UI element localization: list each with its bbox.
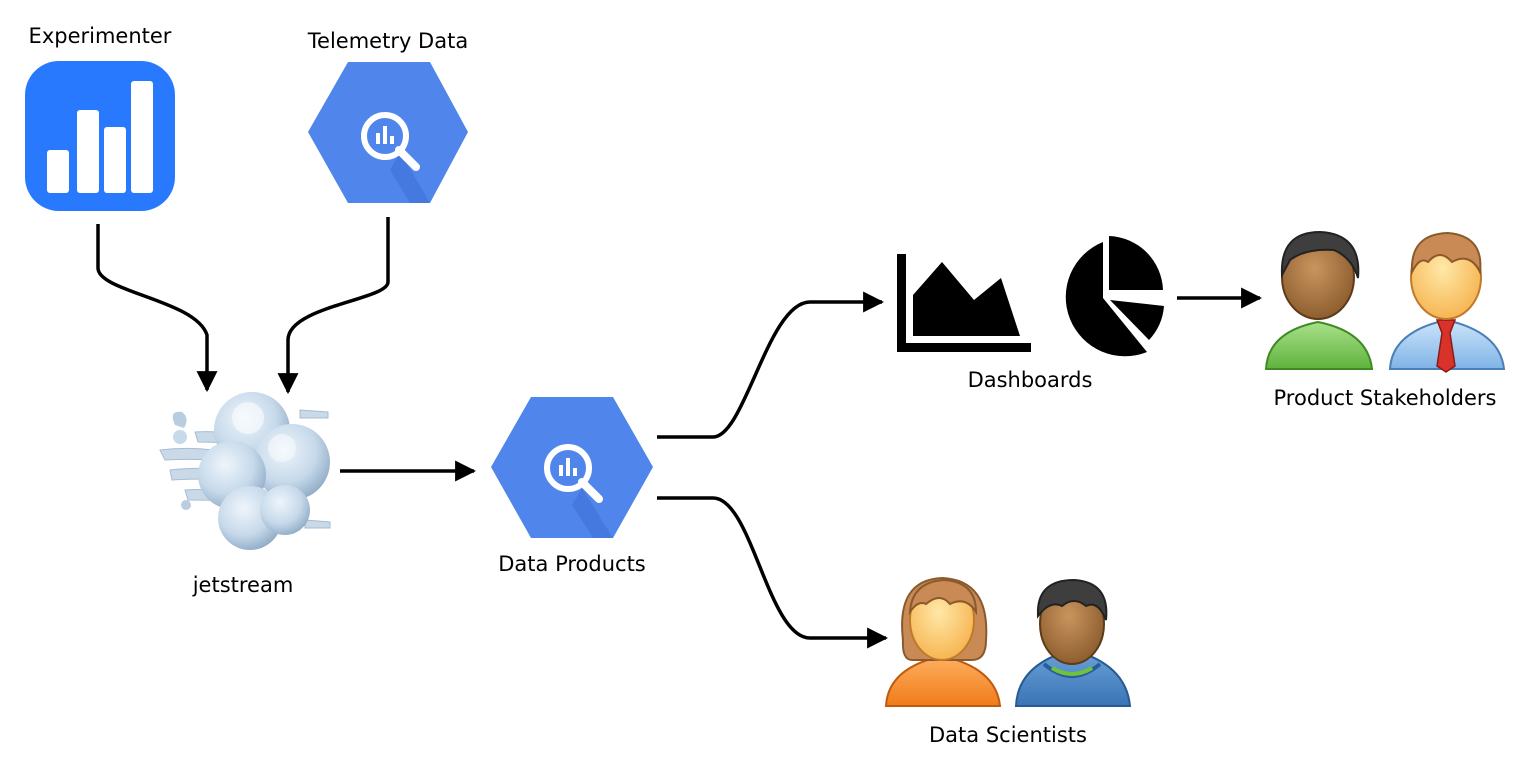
man-hoodie-icon — [1014, 578, 1132, 707]
person-icon — [1264, 230, 1374, 370]
pie-chart-icon — [1065, 236, 1164, 357]
bar-chart-app-icon — [25, 61, 175, 211]
experimenter-label: Experimenter — [29, 24, 172, 48]
scientists-node: Data Scientists — [884, 576, 1132, 747]
edges — [96, 217, 1263, 649]
jetstream-node: jetstream — [159, 392, 331, 597]
stakeholders-node: Product Stakeholders — [1264, 230, 1506, 410]
area-chart-icon — [897, 254, 1031, 352]
businessman-icon — [1388, 231, 1506, 373]
edge-telemetry-to-jetstream — [277, 217, 390, 395]
data-products-node: Data Products — [491, 397, 653, 576]
woman-icon — [884, 576, 1002, 707]
edge-experimenter-to-jetstream — [96, 224, 218, 393]
telemetry-node: Telemetry Data — [307, 29, 468, 203]
bigquery-icon — [491, 397, 653, 538]
experimenter-node: Experimenter — [25, 24, 175, 211]
dashboards-label: Dashboards — [968, 368, 1093, 392]
bigquery-icon — [308, 62, 468, 203]
telemetry-label: Telemetry Data — [307, 29, 468, 53]
scientists-label: Data Scientists — [929, 723, 1087, 747]
edge-data-products-to-dashboards — [657, 291, 885, 439]
data-products-label: Data Products — [498, 552, 646, 576]
stakeholders-label: Product Stakeholders — [1274, 386, 1497, 410]
dash-cloud-icon — [159, 392, 331, 550]
jetstream-label: jetstream — [192, 573, 294, 597]
dashboards-node: Dashboards — [897, 236, 1164, 392]
edge-data-products-to-scientists — [657, 496, 889, 649]
